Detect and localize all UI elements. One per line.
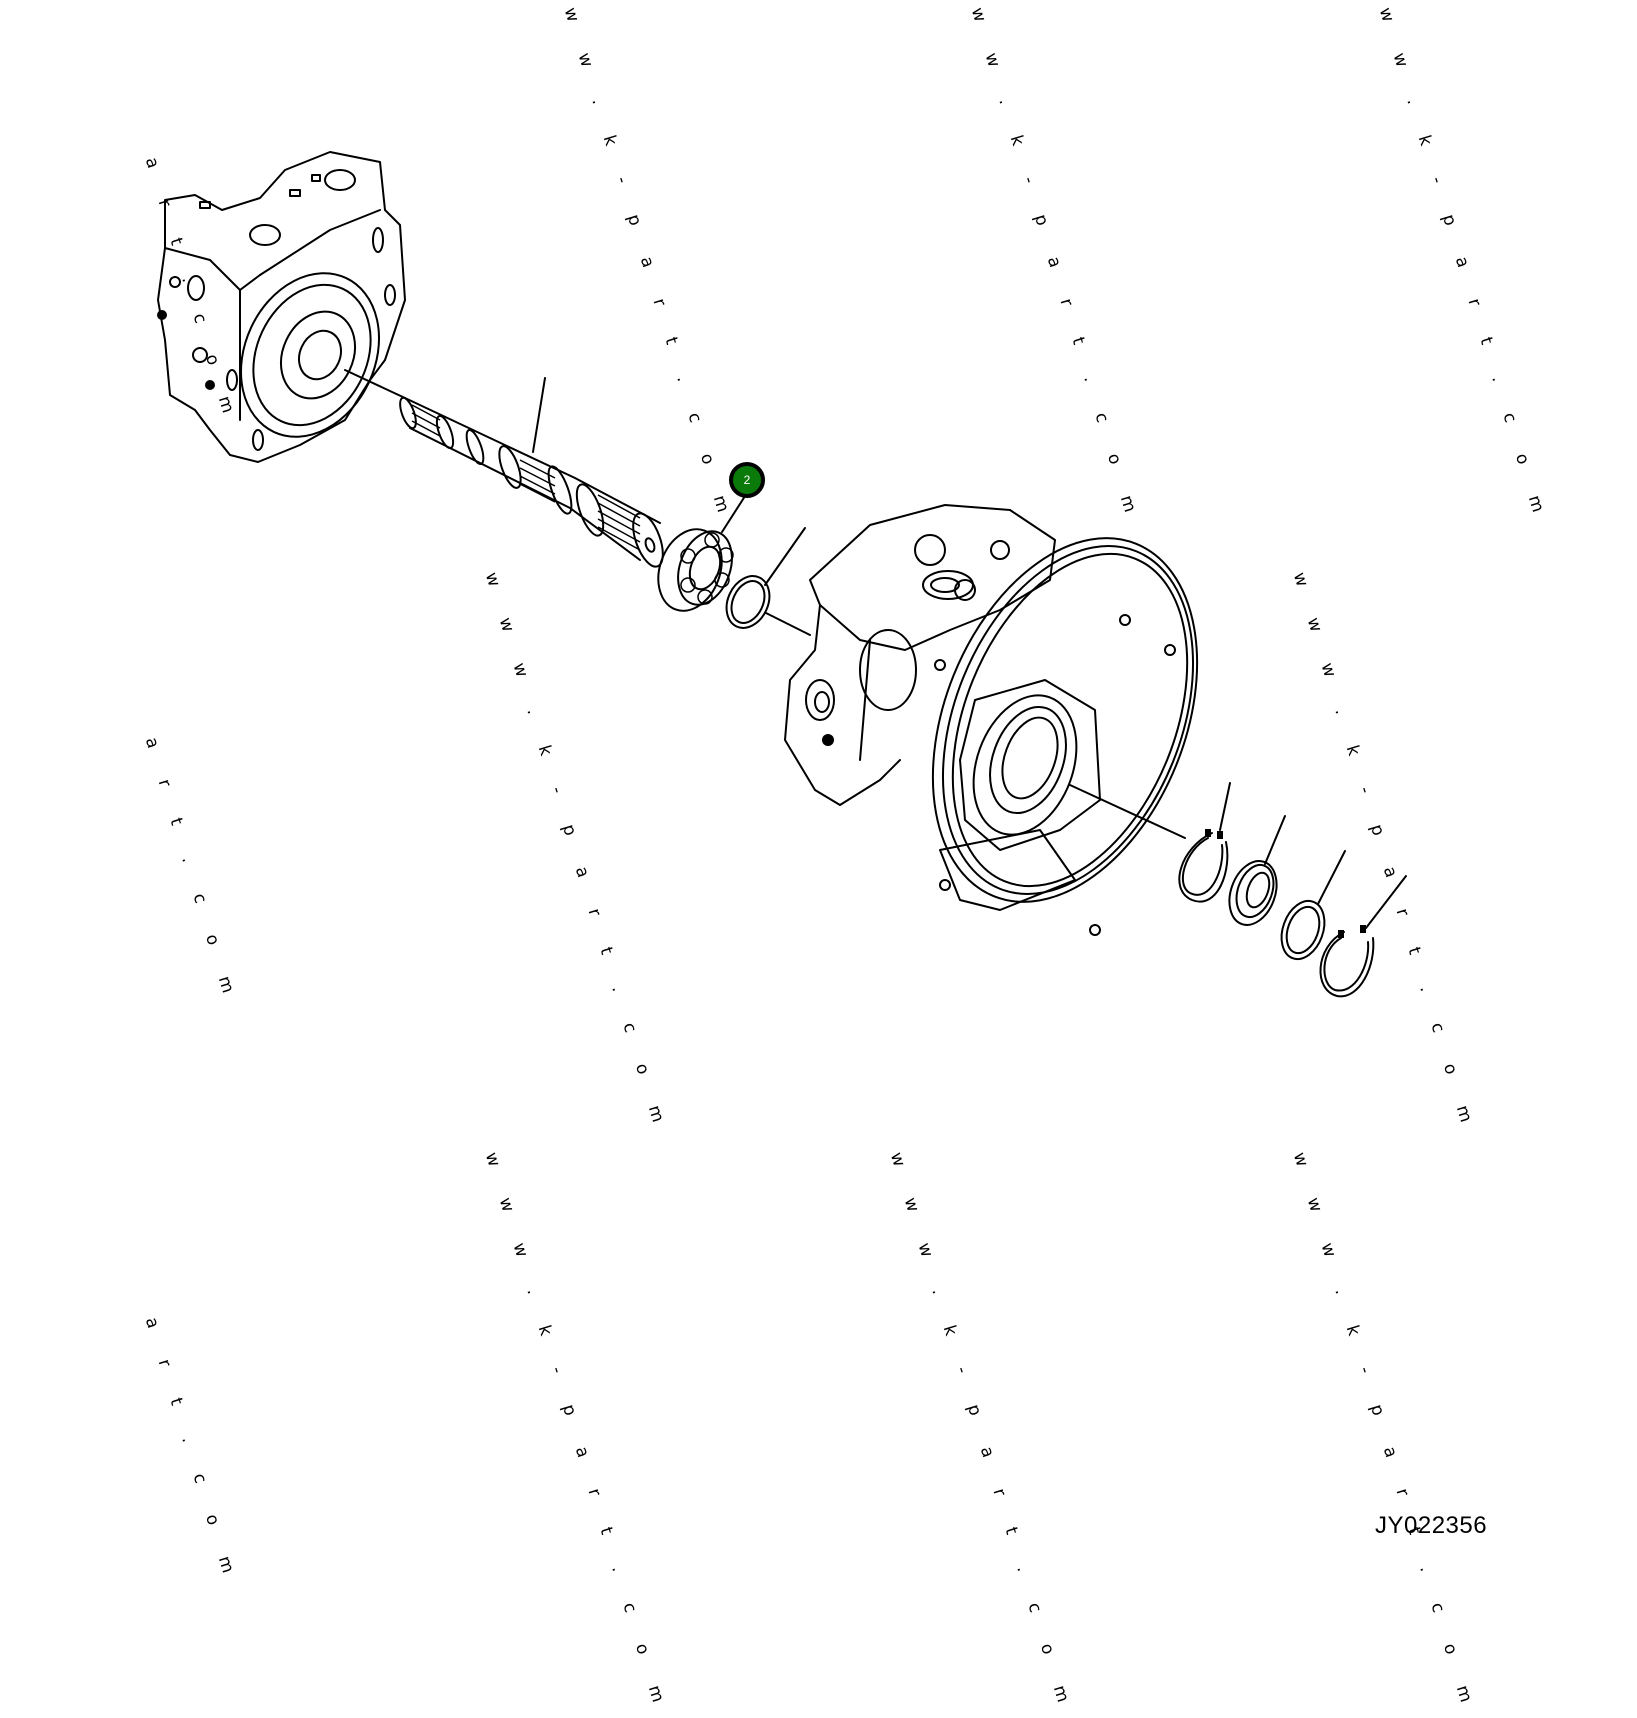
front-pump-housing [784,504,1199,936]
callout-number: 2 [743,473,751,487]
snap-ring-outer [1319,875,1407,998]
drawing-id-label: JY022356 [1375,1512,1488,1539]
bearing [657,492,748,612]
oil-seal [1228,815,1286,926]
drive-shaft [344,369,664,568]
o-ring [725,527,811,636]
spacer-ring [1280,850,1346,961]
rear-pump-housing [157,151,406,463]
callout-2-bearing[interactable]: 2 [729,462,765,498]
snap-ring [1178,782,1231,903]
